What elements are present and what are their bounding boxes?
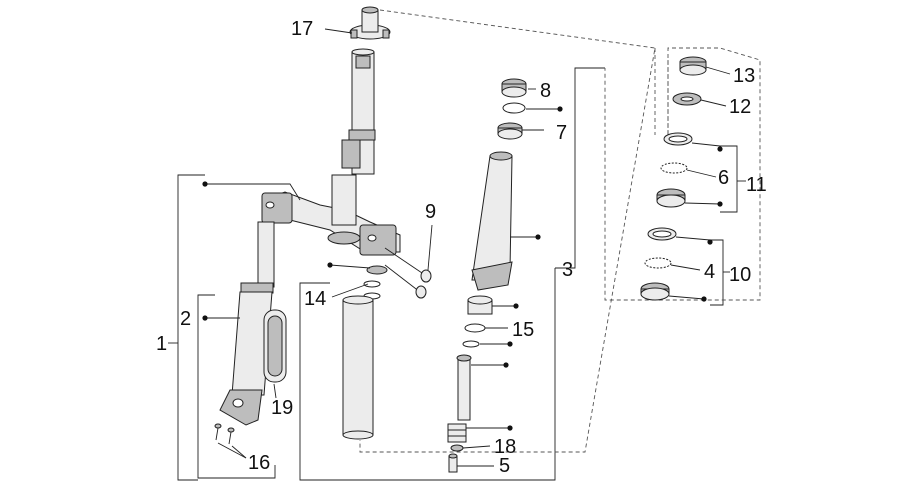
part-14-seal: [363, 265, 388, 300]
leader-dots: [202, 106, 723, 431]
inner-tube: [342, 295, 374, 440]
label-7: 7: [556, 122, 567, 144]
label-5: 5: [499, 455, 510, 477]
o-ring: [502, 102, 526, 114]
part-8-cap: [501, 78, 527, 98]
part-13-locknut: [679, 56, 707, 76]
label-3: 3: [562, 259, 573, 281]
part-3-right-fork-leg: [471, 151, 513, 291]
label-14: 14: [304, 288, 326, 310]
leader-lines: [205, 28, 731, 467]
part-17-stem-plate: [349, 6, 391, 40]
part-18-spring: [447, 423, 467, 452]
part-6-ball-race: [660, 162, 688, 174]
part-7-seal: [497, 122, 523, 140]
part-16-screws: [214, 423, 247, 459]
label-17: 17: [291, 18, 313, 40]
label-2: 2: [180, 308, 191, 330]
damper-bushing: [467, 295, 493, 315]
label-15: 15: [512, 319, 534, 341]
label-10: 10: [729, 264, 751, 286]
fork-crown: [261, 174, 401, 256]
part-9-bolts: [384, 247, 432, 299]
label-19: 19: [271, 397, 293, 419]
label-16: 16: [248, 452, 270, 474]
label-4: 4: [704, 261, 715, 283]
part-10-lower-cup: [640, 282, 670, 301]
part-10-upper-cup: [647, 227, 677, 241]
part-11-upper-cup: [663, 132, 693, 146]
group-brackets: [168, 67, 746, 481]
part-2-left-fork-leg: [219, 221, 275, 426]
part-5-bolt: [448, 453, 458, 473]
label-9: 9: [425, 201, 436, 223]
damper-rod: [456, 354, 472, 421]
part-4-ball-race: [644, 257, 672, 269]
dashed-outlines: [359, 9, 761, 453]
label-13: 13: [733, 65, 755, 87]
label-18: 18: [494, 436, 516, 458]
steering-tube: [341, 48, 376, 175]
part-12-washer: [672, 92, 702, 106]
part-number-labels: 1 2 3 4 5 6 7 8 9 10 11 12 13 14 15 16 1…: [156, 18, 767, 477]
label-11: 11: [746, 174, 767, 196]
label-8: 8: [540, 80, 551, 102]
label-1: 1: [156, 333, 167, 355]
label-12: 12: [729, 96, 751, 118]
part-19-reflector: [263, 309, 287, 383]
label-6: 6: [718, 167, 729, 189]
part-11-lower-cup: [656, 188, 686, 208]
